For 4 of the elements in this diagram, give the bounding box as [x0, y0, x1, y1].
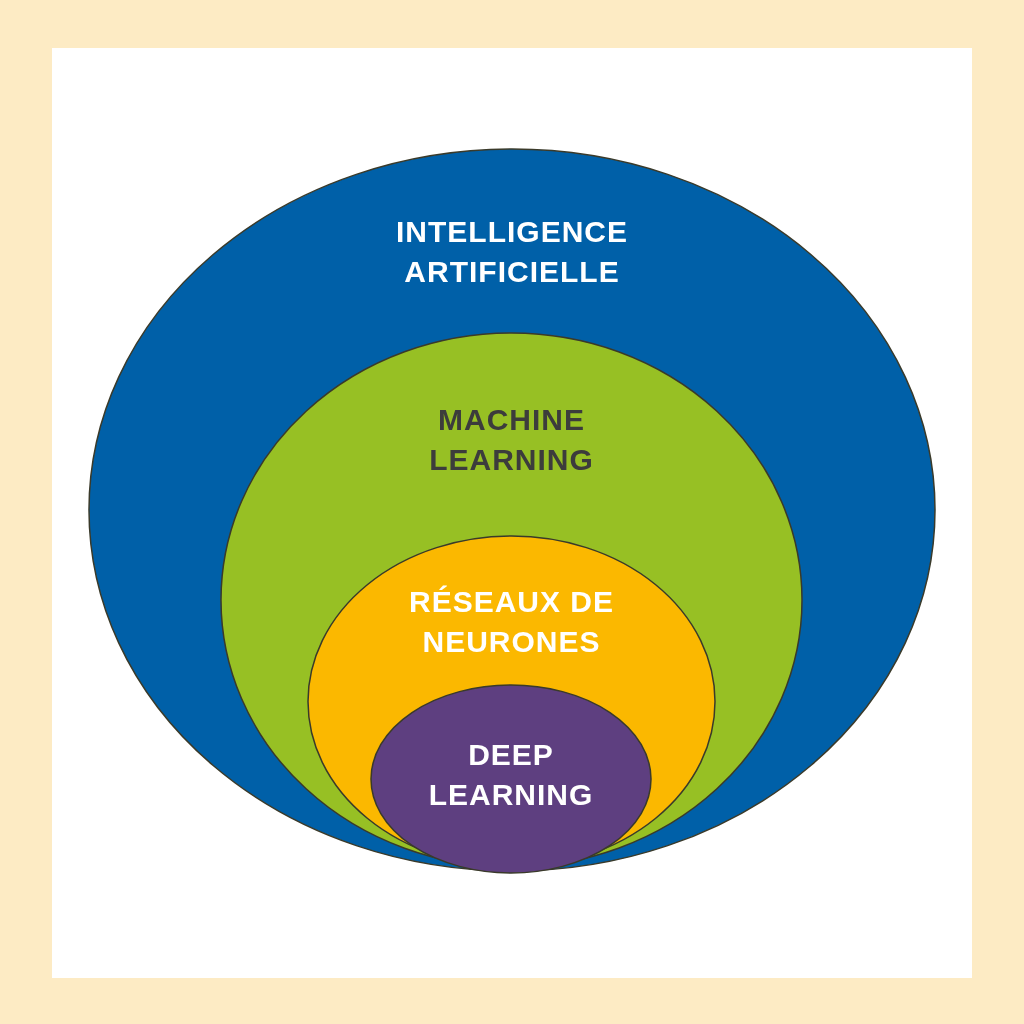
circle-label: DEEP LEARNING: [427, 737, 595, 813]
circle-label: MACHINE LEARNING: [428, 402, 595, 478]
circle-label: RÉSEAUX DE NEURONES: [407, 584, 615, 660]
circle-label: INTELLIGENCE ARTIFICIELLE: [395, 214, 629, 290]
